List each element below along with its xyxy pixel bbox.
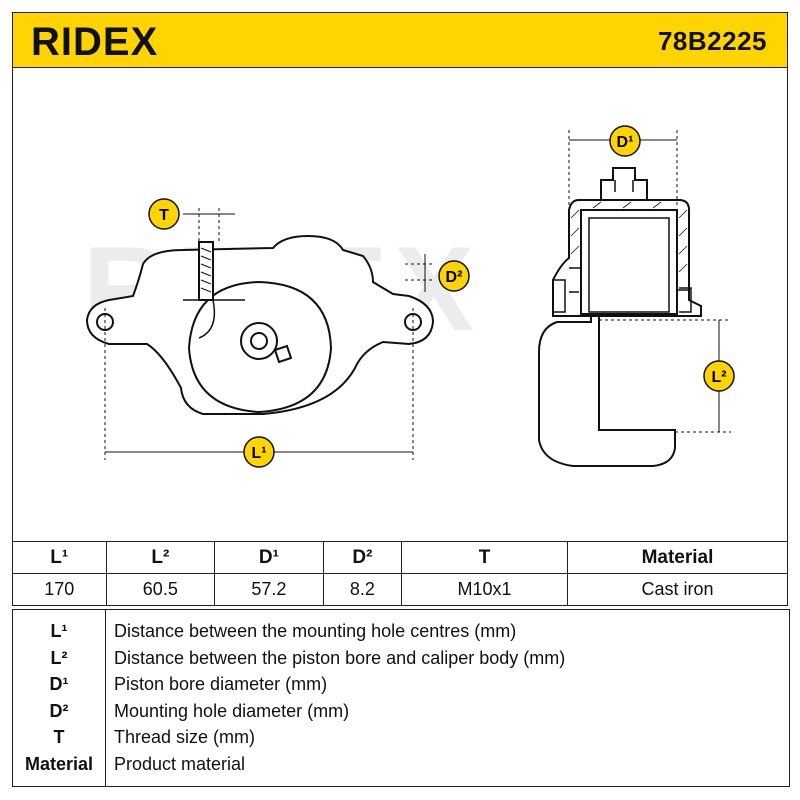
legend-row: L² Distance between the piston bore and … xyxy=(13,645,789,672)
ridex-logo: RIDEX xyxy=(31,20,158,64)
spec-value-row: 170 60.5 57.2 8.2 M10x1 Cast iron xyxy=(12,573,789,606)
legend-key: D² xyxy=(49,700,69,721)
legend-desc: Distance between the piston bore and cal… xyxy=(114,647,566,668)
caliper-front-view xyxy=(85,234,435,415)
badge-D1: D¹ xyxy=(609,125,641,157)
legend-row: L¹ Distance between the mounting hole ce… xyxy=(13,618,789,645)
legend-row: D¹ Piston bore diameter (mm) xyxy=(13,671,789,698)
legend-desc: Product material xyxy=(114,754,246,774)
legend-key: L² xyxy=(50,647,68,668)
badge-D1-circle xyxy=(609,125,641,157)
badge-T: T xyxy=(148,198,180,230)
legend-key-column xyxy=(13,610,106,786)
legend-row: D² Mounting hole diameter (mm) xyxy=(13,698,789,725)
badge-D2-circle xyxy=(438,260,470,292)
spec-header-l2: L² xyxy=(105,541,216,574)
legend-key: T xyxy=(53,727,65,748)
legend-desc: Thread size (mm) xyxy=(114,727,256,748)
spec-table: L¹ L² D¹ D² T Material 170 60.5 57.2 8.2… xyxy=(12,541,789,606)
dimension-lines-right xyxy=(568,130,731,433)
spec-header-t: T xyxy=(401,541,568,574)
legend-key: Material xyxy=(24,754,94,774)
spec-value-l1: 170 xyxy=(12,573,107,606)
badge-L1-circle xyxy=(243,436,275,468)
spec-value-d2: 8.2 xyxy=(322,573,403,606)
badge-D2-label: D² xyxy=(446,269,463,286)
spec-value-d1: 57.2 xyxy=(214,573,324,606)
legend-key: D¹ xyxy=(49,674,69,695)
legend-box: L¹ Distance between the mounting hole ce… xyxy=(12,609,790,787)
badge-L2: L² xyxy=(703,360,735,392)
badge-L2-circle xyxy=(703,360,735,392)
legend-key: L¹ xyxy=(50,621,68,641)
legend-desc: Distance between the mounting hole centr… xyxy=(114,621,517,641)
badge-T-circle xyxy=(148,198,180,230)
spec-header-d1: D¹ xyxy=(214,541,324,574)
spec-value-l2: 60.5 xyxy=(105,573,216,606)
caliper-drawing-svg: RIDEX xyxy=(83,125,735,468)
legend-row: Material Product material xyxy=(13,751,789,778)
spec-header-row: L¹ L² D¹ D² T Material xyxy=(12,541,789,574)
spec-header-material: Material xyxy=(566,541,789,574)
legend-desc: Piston bore diameter (mm) xyxy=(114,674,328,695)
part-number: 78B2225 xyxy=(657,26,767,56)
spec-header-l1: L¹ xyxy=(12,541,107,574)
badge-D2: D² xyxy=(438,260,470,292)
section-hatching xyxy=(570,201,688,273)
badge-L1-label: L¹ xyxy=(251,445,266,462)
badge-L2-label: L² xyxy=(711,369,726,386)
header-bar: RIDEX 78B2225 xyxy=(12,12,788,68)
caliper-section-view xyxy=(538,167,702,467)
technical-drawing: RIDEX xyxy=(12,68,788,542)
badge-D1-label: D¹ xyxy=(617,134,634,151)
legend-desc: Mounting hole diameter (mm) xyxy=(114,700,350,721)
logo-text: RIDEX xyxy=(31,20,158,64)
spec-value-t: M10x1 xyxy=(401,573,568,606)
badge-T-label: T xyxy=(159,207,169,224)
spec-value-material: Cast iron xyxy=(566,573,789,606)
badge-L1: L¹ xyxy=(243,436,275,468)
legend-row: T Thread size (mm) xyxy=(13,724,789,751)
spec-header-d2: D² xyxy=(322,541,403,574)
